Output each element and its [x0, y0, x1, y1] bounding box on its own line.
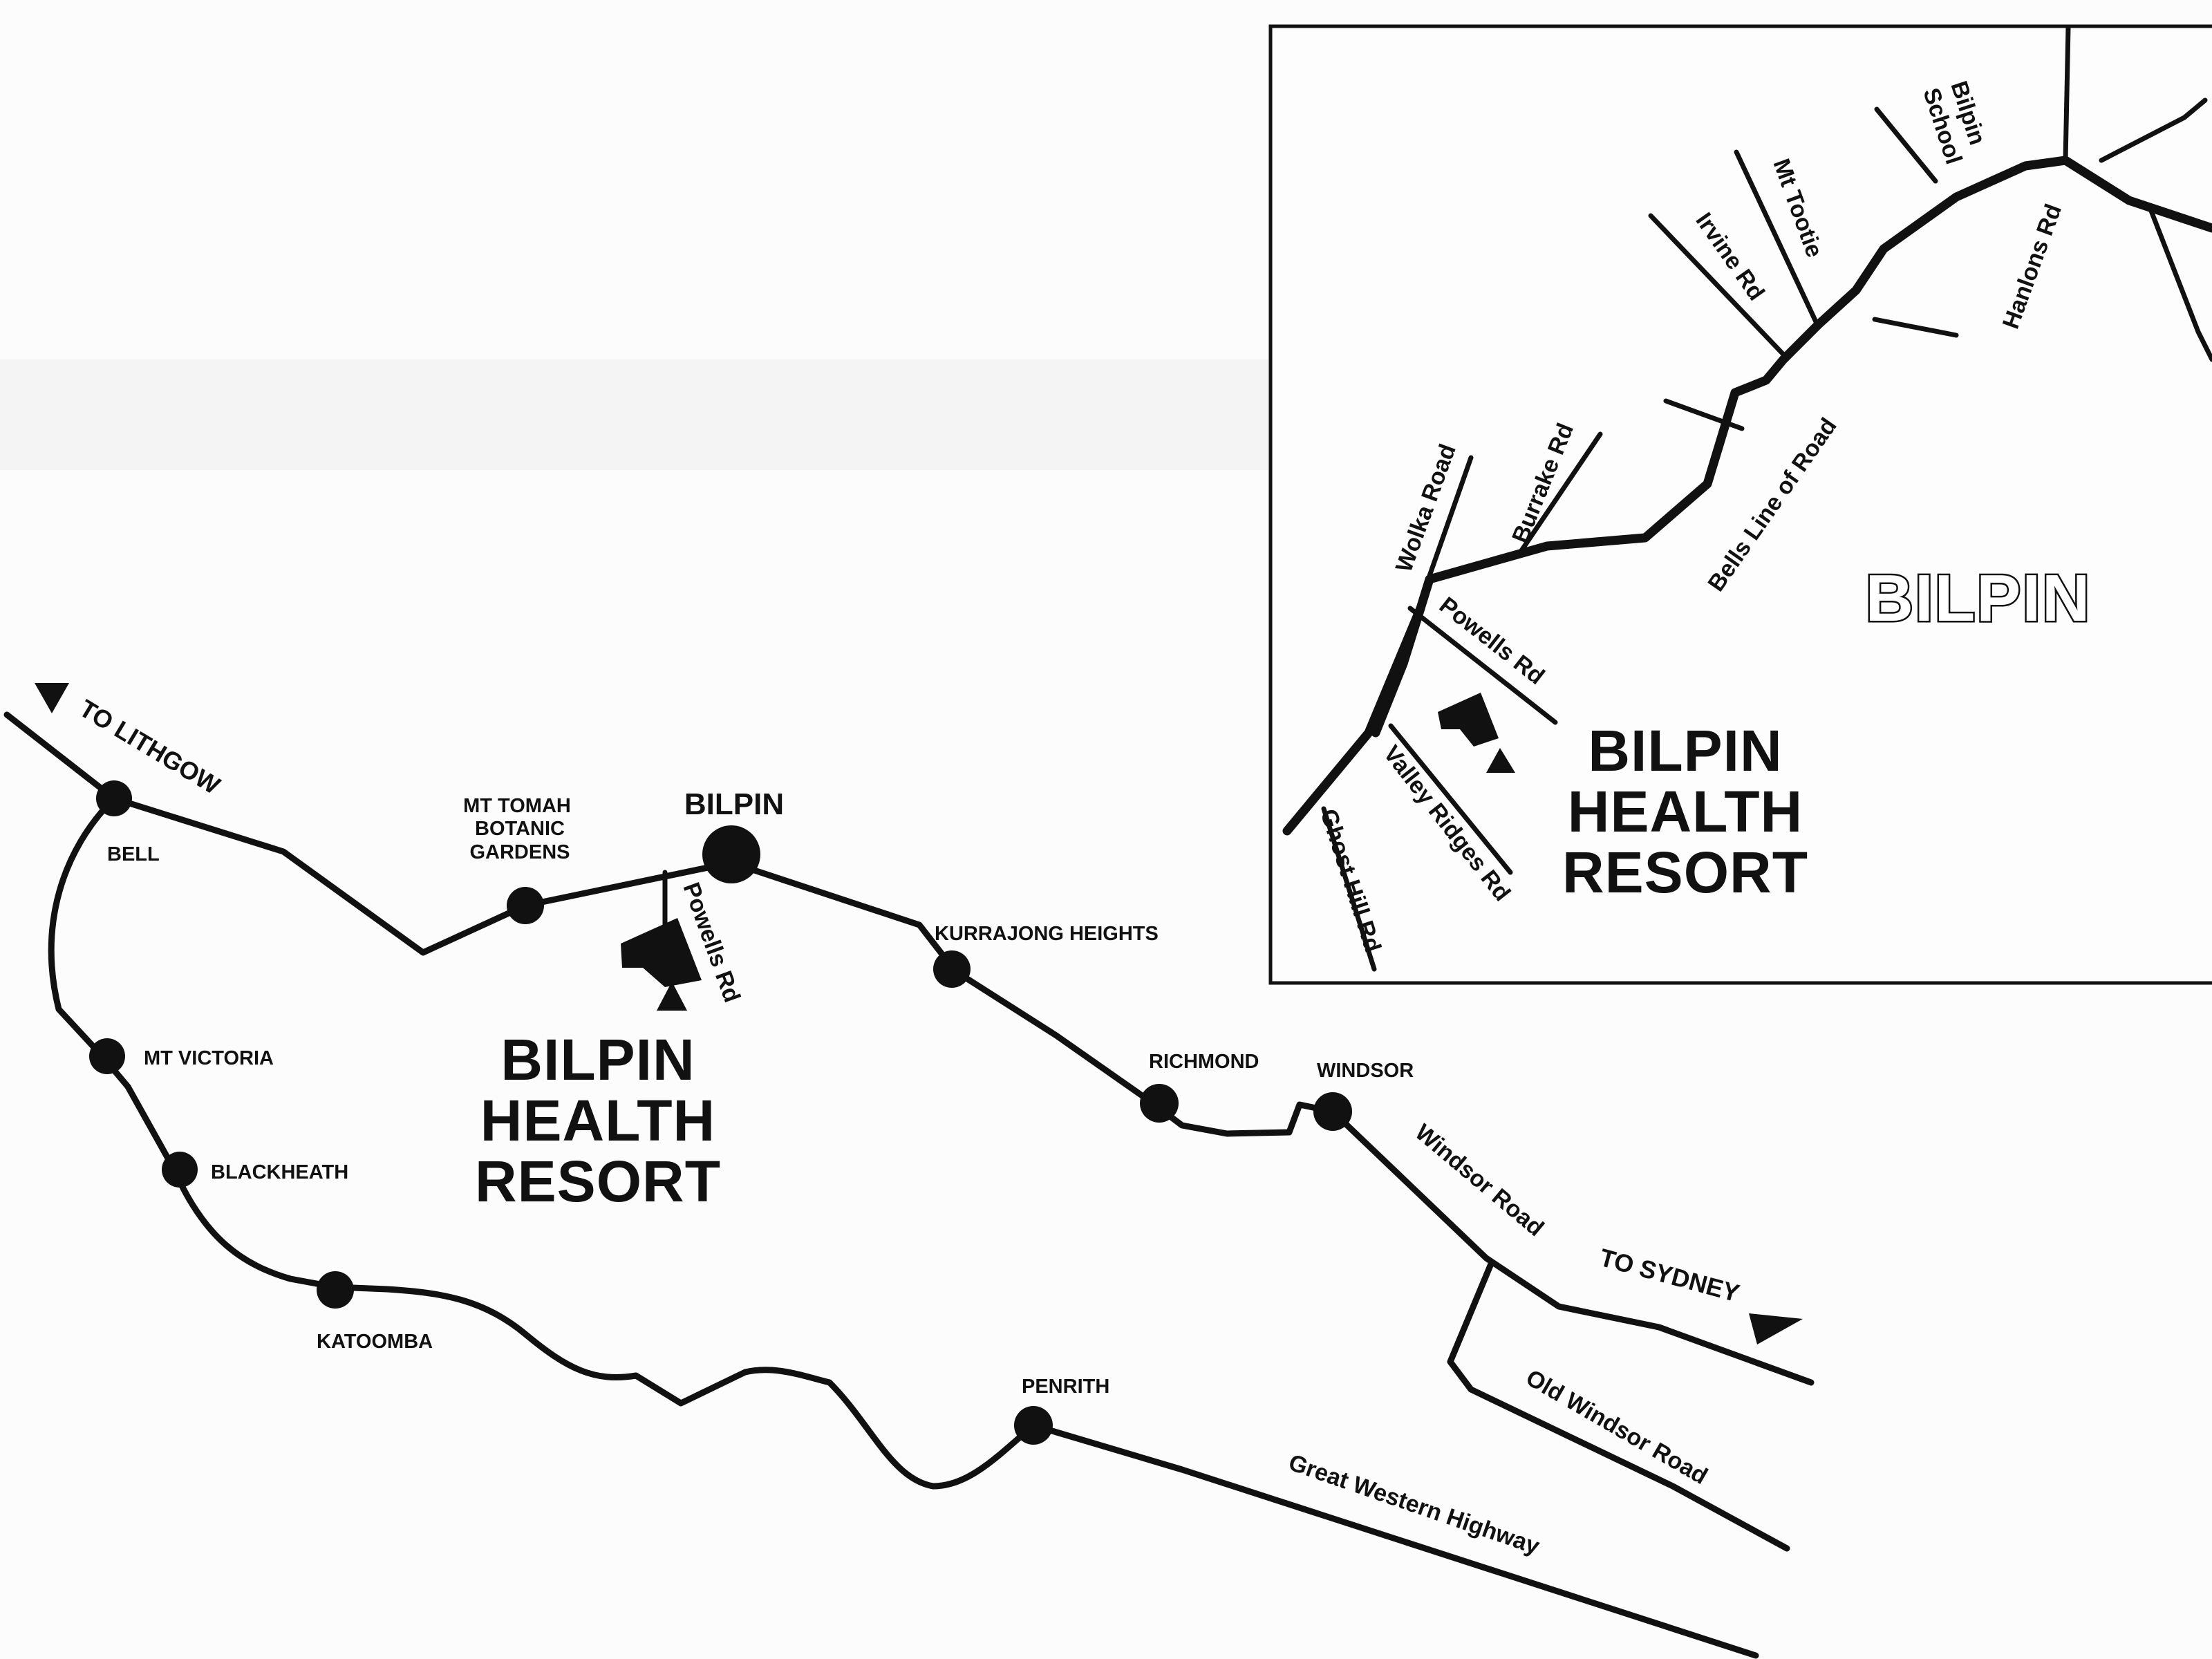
mt-victoria-label: MT VICTORIA	[144, 1047, 274, 1069]
mt-victoria-dot	[89, 1038, 125, 1074]
inset-frame	[1268, 24, 2212, 985]
inset-bilpin-town-label: BILPIN	[1866, 561, 2092, 635]
inset-mt-tootie	[1734, 149, 1821, 329]
inset-wolka-road	[1423, 455, 1474, 590]
mt-tomah-label-line3: GARDENS	[469, 841, 570, 863]
bilpin-dot	[702, 825, 760, 883]
windsor-label: WINDSOR	[1317, 1060, 1414, 1082]
resort-name-line1: BILPIN	[500, 1027, 695, 1092]
great-western-highway-route	[48, 795, 1759, 1659]
inset-hanlons-rd	[2147, 205, 2212, 362]
powells-rd-label: Powells Rd	[677, 879, 745, 1006]
bilpin-label: BILPIN	[684, 787, 784, 821]
mt-tomah-label-line1: MT TOMAH	[463, 795, 571, 817]
inset-resort-name-line2: HEALTH	[1568, 779, 1803, 844]
to-sydney-arrow-icon	[1749, 1313, 1803, 1344]
blackheath-dot	[162, 1152, 198, 1188]
bell-label: BELL	[107, 843, 160, 865]
to-lithgow-arrow-icon	[35, 683, 69, 713]
richmond-label: RICHMOND	[1149, 1051, 1259, 1073]
katoomba-dot	[317, 1271, 354, 1309]
inset-bilpin-school	[1874, 106, 1938, 184]
inset-valley-ridges-rd	[1388, 723, 1513, 875]
katoomba-label: KATOOMBA	[317, 1331, 433, 1353]
inset-north-road	[2063, 25, 2071, 163]
inset-spur-1	[1663, 398, 1745, 431]
kurrajong-heights-label: KURRAJONG HEIGHTS	[935, 923, 1159, 945]
inset-south-road	[1371, 603, 1425, 738]
inset-ghost-hill-rd	[1321, 806, 1377, 972]
inset-burrake-rd	[1518, 431, 1603, 554]
resort-symbol-icon	[621, 918, 702, 1011]
penrith-dot	[1014, 1406, 1053, 1445]
old-windsor-road-route	[1447, 1259, 1790, 1552]
inset-map: Bilpin School Mt Tootie Irvine Rd Hanlon…	[1268, 24, 2212, 985]
blackheath-label: BLACKHEATH	[211, 1161, 348, 1183]
to-sydney-label: TO SYDNEY	[1597, 1243, 1743, 1307]
inset-resort-symbol-icon	[1438, 693, 1515, 773]
resort-name-line2: HEALTH	[480, 1088, 715, 1153]
inset-spur-2	[1872, 317, 1959, 338]
windsor-road-label: Windsor Road	[1410, 1119, 1549, 1241]
mt-tomah-dot	[507, 887, 544, 924]
inset-irvine-rd	[1648, 213, 1790, 361]
penrith-label: PENRITH	[1022, 1376, 1109, 1398]
kurrajong-heights-dot	[933, 950, 971, 988]
windsor-dot	[1313, 1092, 1352, 1131]
bell-dot	[96, 780, 132, 816]
mt-tomah-label-line2: BOTANIC	[475, 818, 565, 840]
inset-resort-name-line3: RESORT	[1562, 840, 1808, 905]
inset-powells-rd	[1407, 606, 1558, 725]
windsor-road-route	[1329, 1108, 1815, 1386]
inset-ne-road	[2099, 97, 2208, 163]
resort-name-line3: RESORT	[475, 1149, 721, 1214]
inset-resort-name-line1: BILPIN	[1588, 718, 1782, 783]
richmond-dot	[1140, 1084, 1179, 1123]
